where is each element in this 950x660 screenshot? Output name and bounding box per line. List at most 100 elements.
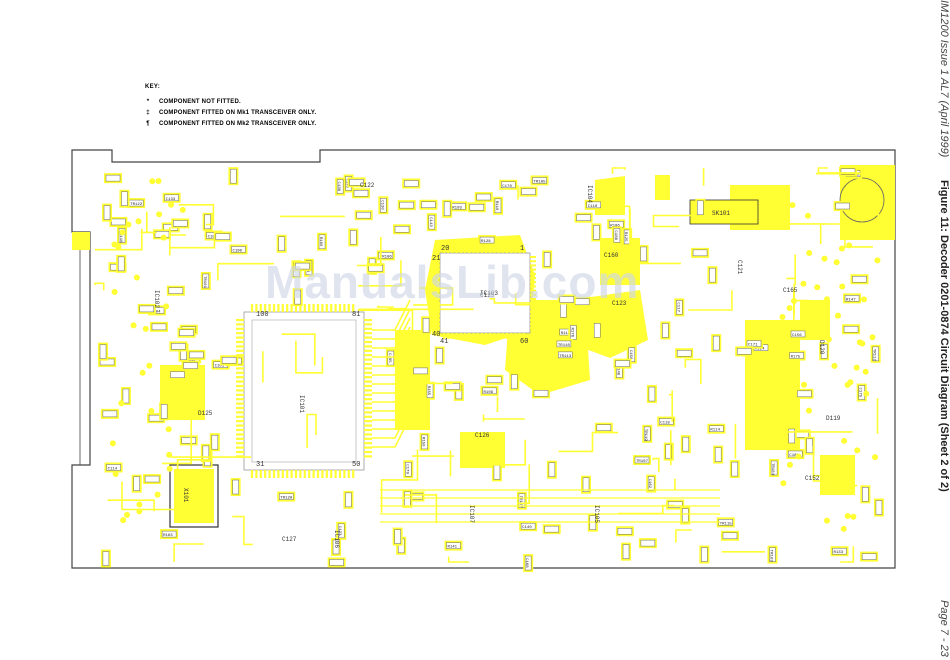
component-ref-label: R125	[623, 232, 627, 242]
pad	[789, 202, 796, 209]
legend-key: KEY: * COMPONENT NOT FITTED. ‡ COMPONENT…	[145, 84, 316, 132]
component-ref-label: TR104	[770, 463, 774, 476]
c165-label: C165	[783, 287, 798, 294]
smd-component	[109, 216, 128, 227]
smd-component	[202, 212, 213, 231]
smd-component: C162	[646, 474, 657, 493]
smd-component: C110	[584, 199, 603, 210]
smd-component	[421, 316, 432, 335]
smd-component	[159, 402, 170, 421]
ic103-pin-label: 60	[520, 338, 528, 346]
pcb-track	[688, 290, 733, 311]
ic101-pin-label: 81	[352, 311, 360, 319]
ic104-label: IC104	[586, 185, 593, 203]
smd-component	[666, 499, 685, 510]
pad	[130, 322, 137, 329]
smd-component: C118	[657, 416, 676, 427]
smd-component	[707, 266, 718, 285]
component-ref-label: C190	[232, 249, 242, 253]
smd-component: TR104	[769, 458, 780, 477]
pad	[786, 461, 793, 468]
component-ref-label: C106	[208, 236, 218, 240]
ic101-pin-label: 100	[256, 311, 269, 319]
component-ref-label: C179	[404, 464, 408, 474]
ic103-pin-label: 40	[432, 331, 440, 339]
pcb-track	[618, 504, 675, 515]
pcb-track	[178, 204, 215, 226]
smd-component	[860, 551, 879, 562]
smd-component: C180	[786, 448, 805, 459]
smd-component	[542, 524, 561, 535]
pcb-track	[162, 419, 192, 465]
pcb-track	[306, 413, 317, 448]
component-ref-label: TR101	[202, 276, 206, 289]
smd-component: R147	[843, 293, 862, 304]
pad	[179, 206, 186, 213]
smd-component	[276, 234, 287, 253]
pad	[824, 296, 831, 303]
smd-component: R109	[480, 385, 499, 396]
smd-component	[102, 203, 113, 222]
smd-component	[594, 422, 613, 433]
component-ref-label: R193	[452, 206, 462, 210]
component-ref-label: TR127	[518, 496, 522, 509]
smd-component	[574, 212, 593, 223]
smd-component: TR119	[642, 424, 653, 443]
ic101-pin-labels: 100 81 31 50	[256, 311, 360, 469]
pcb-track	[380, 449, 419, 513]
component-ref-label: C148	[615, 366, 619, 376]
pad	[786, 305, 793, 312]
pcb-track	[358, 260, 402, 287]
smd-component	[419, 199, 438, 210]
ic101-label: IC101	[298, 395, 305, 413]
c123-label: C123	[612, 300, 627, 307]
pad	[805, 407, 812, 414]
smd-component	[713, 445, 724, 464]
smd-component	[228, 167, 239, 186]
smd-component: TR110	[554, 338, 573, 349]
pcb-track	[812, 446, 847, 482]
smd-component	[434, 346, 445, 365]
pad	[135, 218, 142, 225]
component-labels: IC101 IC103 IC102 IC104 IC105 IC106 IC10…	[153, 182, 841, 548]
pad	[853, 364, 860, 371]
smd-component	[474, 192, 493, 203]
component-ref-label: C170	[502, 185, 512, 189]
ic101-pins	[236, 304, 372, 478]
pad	[120, 517, 127, 524]
smd-component: C179	[403, 460, 414, 479]
smd-component: TR106	[376, 250, 395, 261]
smd-component	[467, 202, 486, 213]
pad	[780, 480, 787, 487]
smd-component	[646, 385, 657, 404]
smd-component	[179, 435, 198, 446]
c125-label: C125	[480, 292, 495, 299]
board-notch	[72, 231, 81, 466]
smd-component: R163	[160, 529, 179, 540]
smd-component: TR105	[530, 175, 549, 186]
pad	[119, 229, 126, 236]
pcb-track	[95, 229, 143, 251]
component-ref-label: R147	[846, 298, 856, 302]
smd-component: TR107	[632, 454, 651, 465]
smd-component: C133	[162, 192, 181, 203]
smd-component: C170	[499, 179, 518, 190]
smd-component: R150	[419, 432, 430, 451]
pad	[168, 201, 175, 208]
component-ref-label: TR112	[872, 349, 876, 362]
smd-component: C130	[378, 196, 389, 215]
pcb-track	[372, 308, 411, 340]
component-ref-label: C133	[166, 198, 176, 202]
pad	[146, 362, 153, 369]
figure-caption: Figure 11: Decoder 0201-0874 Circuit Dia…	[938, 180, 950, 492]
smd-component	[411, 365, 430, 376]
pad	[154, 491, 161, 498]
ic102-label: IC102	[153, 290, 160, 308]
component-ref-label: C171	[748, 344, 758, 348]
pad	[874, 257, 881, 264]
legend-text: COMPONENT NOT FITTED.	[159, 99, 241, 105]
smd-component	[98, 342, 109, 361]
smd-component	[660, 321, 671, 340]
pcb-track	[627, 262, 681, 271]
component-ref-label: TR103	[769, 550, 773, 563]
